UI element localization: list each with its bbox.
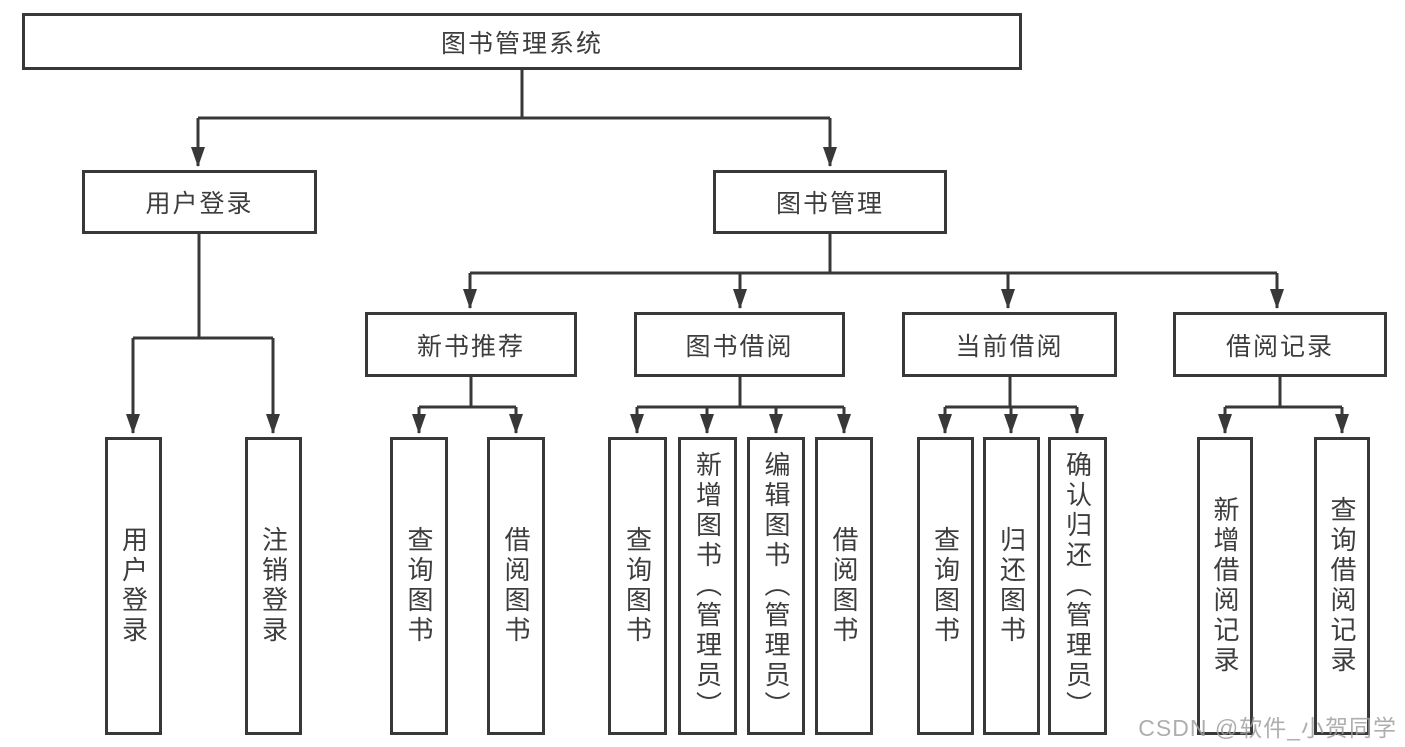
leaf-return-books: 归还图书 — [983, 437, 1040, 735]
node-book-management: 图书管理 — [713, 170, 947, 234]
node-label: 图书管理系统 — [440, 29, 603, 58]
node-user-login: 用户登录 — [82, 170, 317, 234]
leaf-edit-books-admin: 编辑图书（管理员） — [747, 437, 805, 735]
leaf-label: 注销登录 — [258, 526, 289, 646]
leaf-label: 查询图书 — [404, 526, 434, 646]
leaf-borrow-books-recommend: 借阅图书 — [487, 437, 545, 735]
leaf-label: 查询图书 — [930, 526, 961, 646]
leaf-confirm-return-admin: 确认归还（管理员） — [1048, 437, 1107, 735]
leaf-label: 编辑图书（管理员） — [761, 451, 791, 721]
leaf-label: 归还图书 — [996, 526, 1027, 646]
node-book-borrow: 图书借阅 — [634, 312, 845, 377]
leaf-label: 确认归还（管理员） — [1062, 451, 1093, 721]
node-label: 图书借阅 — [685, 332, 794, 361]
csdn-watermark: CSDN @软件_小贺同学 — [1138, 715, 1397, 741]
node-label: 新书推荐 — [416, 332, 525, 361]
node-label: 用户登录 — [145, 190, 254, 218]
node-label: 借阅记录 — [1225, 332, 1334, 361]
node-label: 当前借阅 — [955, 332, 1064, 361]
leaf-label: 用户登录 — [118, 526, 149, 646]
leaf-label: 新增借阅记录 — [1210, 496, 1240, 676]
leaf-label: 查询借阅记录 — [1327, 496, 1357, 676]
node-new-book-recommend: 新书推荐 — [365, 312, 577, 377]
leaf-query-borrow-record: 查询借阅记录 — [1314, 437, 1370, 735]
leaf-query-books-recommend: 查询图书 — [390, 437, 448, 735]
leaf-label: 借阅图书 — [501, 526, 531, 646]
leaf-label: 查询图书 — [622, 526, 653, 646]
node-borrow-records: 借阅记录 — [1173, 312, 1387, 377]
leaf-label: 借阅图书 — [829, 526, 859, 646]
leaf-query-books-borrow: 查询图书 — [608, 437, 667, 735]
leaf-borrow-books: 借阅图书 — [815, 437, 873, 735]
leaf-logout: 注销登录 — [245, 437, 302, 735]
node-label: 图书管理 — [775, 190, 884, 218]
node-current-borrow: 当前借阅 — [902, 312, 1117, 377]
node-library-management-system: 图书管理系统 — [22, 13, 1022, 70]
leaf-user-login: 用户登录 — [105, 437, 162, 735]
leaf-add-borrow-record: 新增借阅记录 — [1197, 437, 1253, 735]
leaf-add-books-admin: 新增图书（管理员） — [678, 437, 737, 735]
leaf-query-books-current: 查询图书 — [917, 437, 974, 735]
leaf-label: 新增图书（管理员） — [692, 451, 723, 721]
